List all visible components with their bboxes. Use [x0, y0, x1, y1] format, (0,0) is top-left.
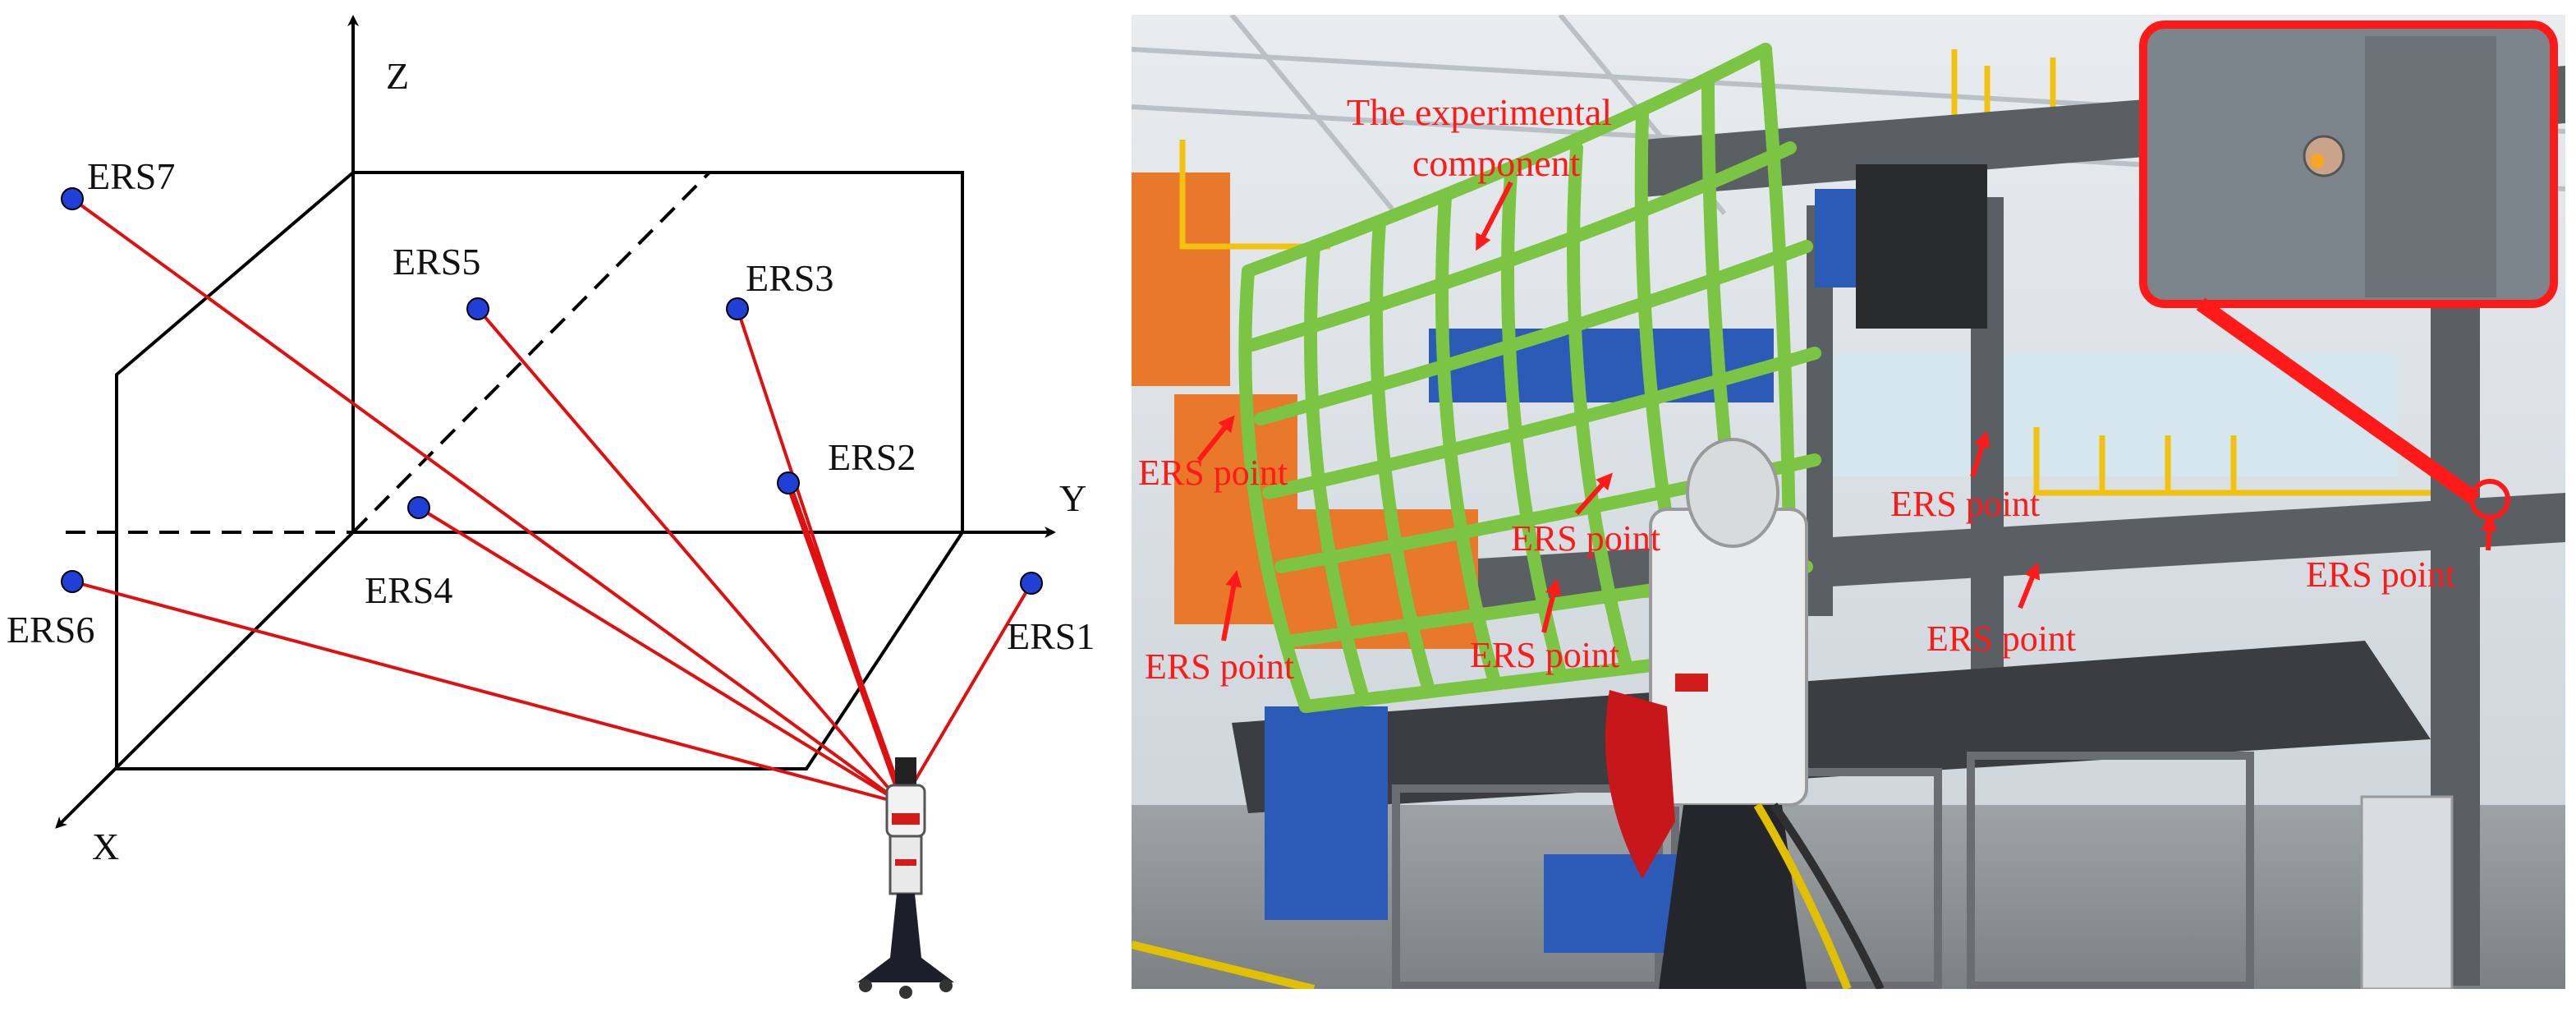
ers-points [61, 187, 1043, 595]
component-label-line1: The experimental [1347, 91, 1612, 133]
ers4-label: ERS4 [365, 569, 452, 611]
ers6-label: ERS6 [7, 609, 94, 651]
ers-point-label-5: ERS point [1890, 484, 2040, 524]
dashed-diagonal [351, 171, 711, 534]
ers-layout-diagram: Z Y X ERS7 ERS5 ERS3 ERS2 ERS4 ERS6 ERS1 [7, 15, 1095, 999]
axes [55, 15, 1056, 829]
ers3-marker [726, 297, 749, 320]
ers5-label: ERS5 [393, 241, 480, 283]
ray-ers1 [900, 582, 1033, 805]
ers1-label: ERS1 [1007, 615, 1095, 657]
ers6-marker [61, 570, 84, 593]
photo-laser-tracker [1605, 438, 1885, 989]
ers-point-label-7: ERS point [2306, 554, 2455, 595]
ers-point-label-4: ERS point [1470, 635, 1619, 675]
ers-point-label-6: ERS point [1926, 619, 2076, 659]
photo-annotations [1196, 181, 2498, 642]
y-axis-label: Y [1059, 477, 1086, 519]
ers2-marker [777, 471, 800, 494]
ers2-label: ERS2 [828, 436, 916, 478]
ers4-marker [407, 496, 430, 519]
ers-point-label-3: ERS point [1511, 518, 1660, 559]
ray-ers2 [785, 482, 903, 804]
ers-point-label-1: ERS point [1138, 453, 1288, 493]
component-label-line2: component [1412, 142, 1581, 184]
ray-ers4 [417, 506, 903, 805]
ray-ers7 [71, 197, 903, 805]
ray-ers6 [71, 580, 902, 805]
measurement-rays [71, 197, 1033, 805]
ers7-marker [61, 187, 84, 210]
ers-point-label-2: ERS point [1145, 646, 1294, 687]
ers1-marker [1020, 572, 1043, 595]
laser-tracker-icon [857, 757, 954, 999]
ray-ers2b [788, 482, 907, 804]
ers-point-inset [2139, 21, 2558, 520]
x-axis [55, 531, 355, 829]
z-axis-label: Z [386, 55, 409, 97]
ers7-label: ERS7 [87, 155, 175, 197]
ray-ers5 [476, 307, 903, 805]
ers-labels: ERS7 ERS5 ERS3 ERS2 ERS4 ERS6 ERS1 [7, 155, 1095, 657]
x-axis-label: X [92, 826, 119, 867]
ers5-marker [466, 297, 489, 320]
ers3-label: ERS3 [746, 257, 833, 299]
